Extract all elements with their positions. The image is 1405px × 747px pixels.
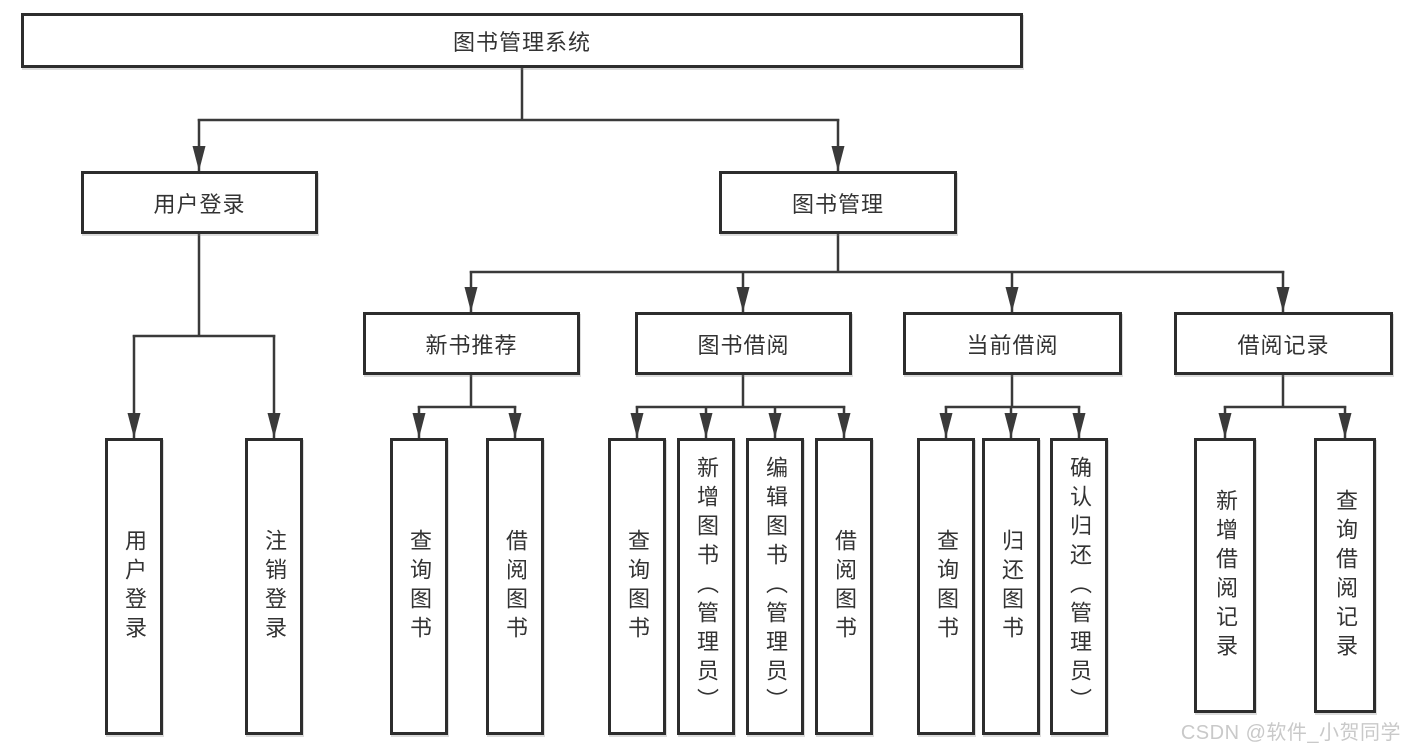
- node-label: 归还图书: [999, 528, 1024, 645]
- branch-root: [192, 68, 845, 171]
- node-label: 借阅图书: [832, 528, 857, 645]
- branch-book-management: [464, 234, 1290, 312]
- node-label: 用户登录: [153, 191, 246, 217]
- node-new-book-recommendation: 新书推荐: [363, 312, 580, 375]
- branch-borrowing-records: [1218, 375, 1352, 438]
- node-label: 查询图书: [625, 528, 650, 645]
- node-label: 注销登录: [262, 528, 287, 645]
- node-user-login: 用户登录: [81, 171, 318, 234]
- leaf-add-borrow-record: 新增借阅记录: [1194, 438, 1256, 713]
- node-label: 借阅图书: [503, 528, 528, 645]
- leaf-confirm-return-admin: 确认归还（管理员）: [1050, 438, 1108, 735]
- leaf-borrow-books-borrow: 借阅图书: [815, 438, 873, 735]
- node-label: 新增图书（管理员）: [694, 456, 719, 717]
- leaf-query-books-borrow: 查询图书: [608, 438, 666, 735]
- branch-current-borrowing: [939, 375, 1086, 438]
- leaf-user-login: 用户登录: [105, 438, 163, 735]
- leaf-return-book: 归还图书: [982, 438, 1040, 735]
- node-label: 图书借阅: [697, 332, 790, 358]
- branch-user-login: [127, 234, 281, 438]
- node-root: 图书管理系统: [21, 13, 1023, 68]
- node-current-borrowing: 当前借阅: [903, 312, 1122, 375]
- node-book-borrowing: 图书借阅: [635, 312, 852, 375]
- leaf-query-books-current: 查询图书: [917, 438, 975, 735]
- node-label: 确认归还（管理员）: [1067, 456, 1092, 717]
- node-label: 查询借阅记录: [1333, 488, 1358, 663]
- leaf-edit-book-admin: 编辑图书（管理员）: [746, 438, 804, 735]
- branch-new-book-recommendation: [412, 375, 522, 438]
- node-label: 新书推荐: [425, 332, 518, 358]
- node-label: 新增借阅记录: [1213, 488, 1238, 663]
- node-label: 编辑图书（管理员）: [763, 456, 788, 717]
- node-label: 图书管理系统: [452, 29, 591, 55]
- node-label: 当前借阅: [966, 332, 1059, 358]
- node-label: 查询图书: [407, 528, 432, 645]
- leaf-borrow-books-recommend: 借阅图书: [486, 438, 544, 735]
- branch-book-borrowing: [630, 375, 851, 438]
- node-borrowing-records: 借阅记录: [1174, 312, 1393, 375]
- node-book-management: 图书管理: [719, 171, 957, 234]
- node-label: 借阅记录: [1237, 332, 1330, 358]
- node-label: 用户登录: [122, 528, 147, 645]
- node-label: 图书管理: [791, 191, 884, 217]
- watermark: CSDN @软件_小贺同学: [1180, 722, 1401, 744]
- leaf-query-books-recommend: 查询图书: [390, 438, 448, 735]
- leaf-logout: 注销登录: [245, 438, 303, 735]
- node-label: 查询图书: [934, 528, 959, 645]
- leaf-query-borrow-record: 查询借阅记录: [1314, 438, 1376, 713]
- leaf-add-book-admin: 新增图书（管理员）: [677, 438, 735, 735]
